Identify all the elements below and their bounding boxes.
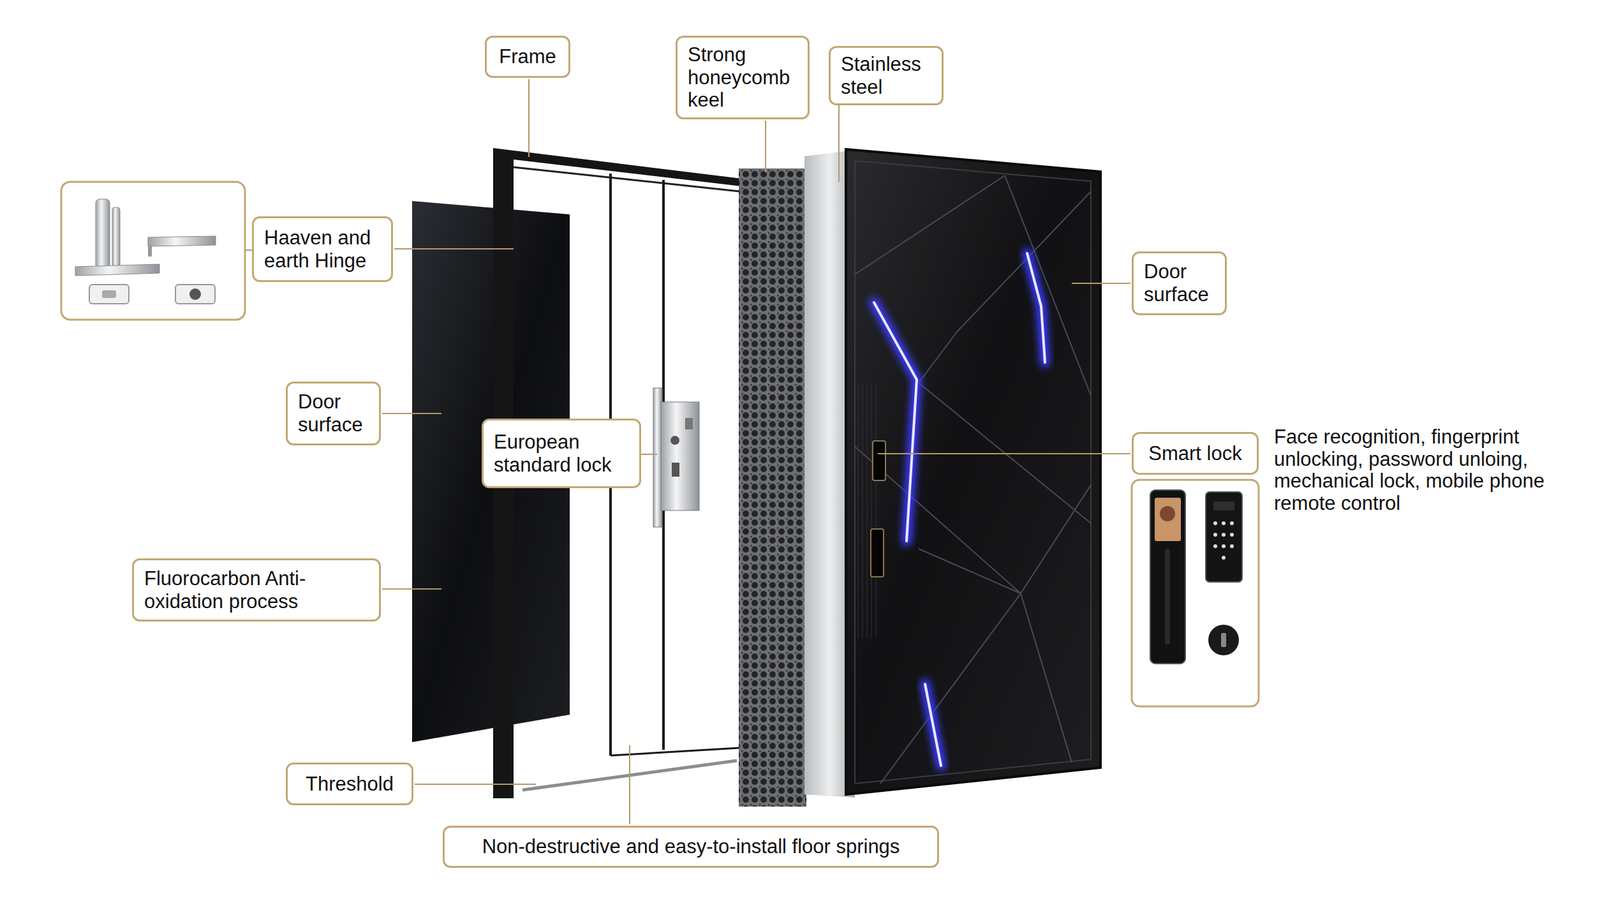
part-label: European standard lock: [493, 430, 630, 476]
part-label: Frame: [498, 45, 557, 69]
callout-box: Frame: [484, 35, 571, 78]
part-label: Threshold: [305, 772, 394, 796]
callout-box: Non-destructive and easy-to-install floo…: [442, 825, 940, 868]
mortise-lock: [653, 387, 700, 527]
callout-box: Door surface: [285, 381, 381, 446]
part-label: Smart lock: [1148, 442, 1242, 466]
part-label: Strong honeycomb keel: [687, 43, 798, 112]
leader-lines: [382, 79, 1131, 825]
callout-box: Door surface: [1131, 251, 1227, 316]
callout-box: Haaven and earth Hinge: [251, 216, 393, 282]
callout-box: Fluorocarbon Anti-oxidation process: [132, 558, 381, 622]
part-label: Door surface: [1143, 260, 1215, 306]
feature-note: Face recognition, fingerprint unlocking,…: [1274, 426, 1574, 515]
callout-box: Smart lock: [1131, 431, 1259, 475]
part-label: Door surface: [297, 390, 369, 436]
smart-lock-picture: [1131, 479, 1259, 707]
honeycomb-core: [738, 168, 807, 807]
callout-box: Threshold: [285, 762, 414, 806]
callout-box: European standard lock: [481, 418, 642, 489]
callout-box: Strong honeycomb keel: [675, 35, 810, 120]
front-door: [845, 149, 1101, 795]
part-label: Stainless steel: [840, 52, 932, 99]
part-label: Haaven and earth Hinge: [264, 226, 381, 272]
part-label: Fluorocarbon Anti-oxidation process: [144, 567, 369, 613]
hinge-picture: [61, 181, 252, 320]
callout-box: Stainless steel: [828, 45, 944, 106]
part-label: Non-destructive and easy-to-install floo…: [482, 835, 901, 859]
